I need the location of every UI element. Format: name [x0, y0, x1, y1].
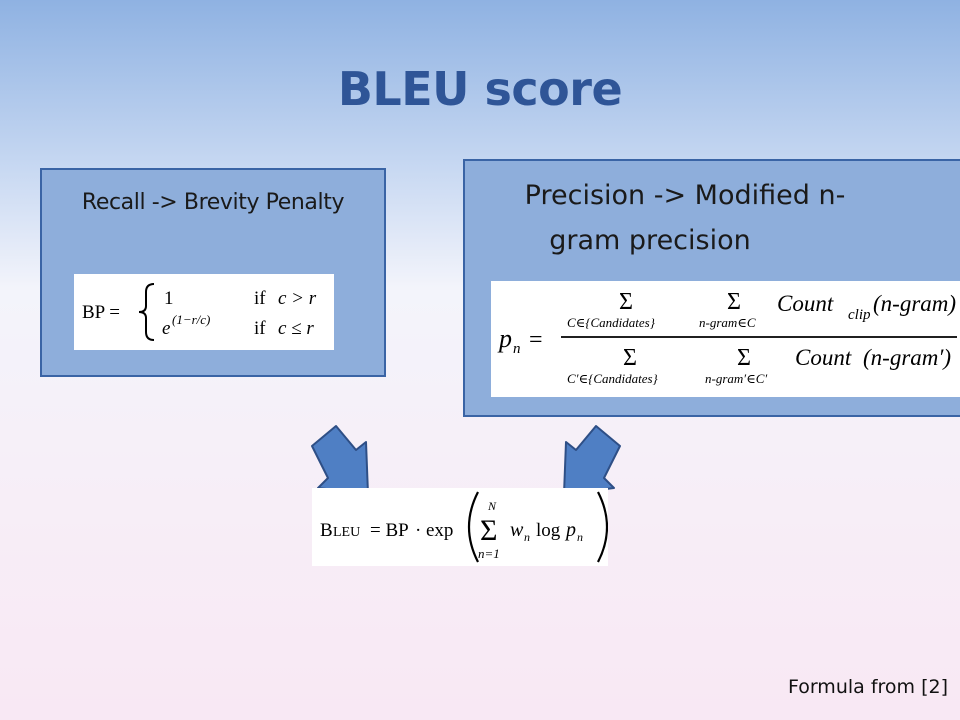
den-sum2-sub: n-gram′∈C′: [705, 371, 767, 386]
left-brace-icon: [138, 283, 155, 341]
footnote: Formula from [2]: [787, 676, 948, 698]
bleu-equals-bp: = BP: [370, 520, 409, 541]
bp-case2-condition: c ≤ r: [278, 318, 314, 339]
bleu-p: p: [564, 519, 576, 541]
precision-heading-line1: Precision -> Modified n-: [524, 180, 846, 211]
recall-heading: Recall -> Brevity Penalty: [81, 190, 345, 215]
num-count-arg: (n-gram): [873, 291, 956, 316]
pn-equals: =: [529, 327, 543, 353]
bp-case1-condition: c > r: [278, 288, 317, 309]
bleu-formula: B LEU = BP · exp N Σ n=1 w n log p n: [312, 488, 608, 566]
bleu-lhs-b: B: [320, 520, 333, 541]
bleu-p-sub: n: [577, 530, 583, 544]
bp-case2-if: if: [254, 318, 266, 339]
bleu-exp: exp: [426, 520, 453, 541]
bleu-sum-upper: N: [487, 499, 497, 513]
precision-heading: Precision -> Modified n- gram precision: [465, 173, 905, 263]
num-sum1-symbol: Σ: [619, 289, 633, 315]
precision-box: Precision -> Modified n- gram precision …: [463, 159, 960, 417]
num-sum2-sub: n-gram∈C: [699, 315, 756, 330]
den-sum2-symbol: Σ: [737, 345, 751, 371]
num-count-sub: clip: [848, 307, 871, 323]
num-sum1-sub: C∈{Candidates}: [567, 315, 656, 330]
den-count: Count: [795, 345, 852, 370]
arrow-down-left-icon: [563, 425, 621, 495]
bp-lhs: BP =: [82, 302, 120, 323]
den-sum1-sub: C′∈{Candidates}: [567, 371, 659, 386]
modified-precision-formula: p n = Σ C∈{Candidates} Σ n-gram∈C Count …: [491, 281, 960, 397]
bp-case2-base: e: [162, 318, 170, 339]
num-sum2-symbol: Σ: [727, 289, 741, 315]
slide-title: BLEU score: [337, 62, 623, 116]
bp-case1-value: 1: [164, 288, 174, 309]
bleu-weight: w: [510, 519, 524, 541]
bleu-sum-lower: n=1: [478, 546, 500, 561]
pn-lhs: p: [497, 324, 512, 353]
den-count-arg: (n-gram′): [863, 345, 951, 370]
den-sum1-symbol: Σ: [623, 345, 637, 371]
bp-case2-exponent: (1−r/c): [172, 312, 210, 327]
arrow-down-right-icon: [311, 425, 369, 495]
pn-lhs-sub: n: [513, 341, 521, 357]
precision-heading-line2: gram precision: [549, 225, 751, 256]
bleu-log: log: [536, 520, 561, 541]
right-paren-icon: [597, 491, 608, 563]
brevity-penalty-formula: BP = 1 if c > r e (1−r/c) if c ≤ r: [74, 274, 334, 350]
bleu-sum-symbol: Σ: [480, 514, 497, 547]
left-paren-icon: [468, 491, 479, 563]
bleu-lhs-rest: LEU: [333, 525, 360, 540]
num-count: Count: [777, 291, 834, 316]
bp-case1-if: if: [254, 288, 266, 309]
recall-box: Recall -> Brevity Penalty BP = 1 if c > …: [40, 168, 386, 377]
bleu-dot: ·: [415, 520, 421, 541]
bleu-weight-sub: n: [524, 530, 530, 544]
